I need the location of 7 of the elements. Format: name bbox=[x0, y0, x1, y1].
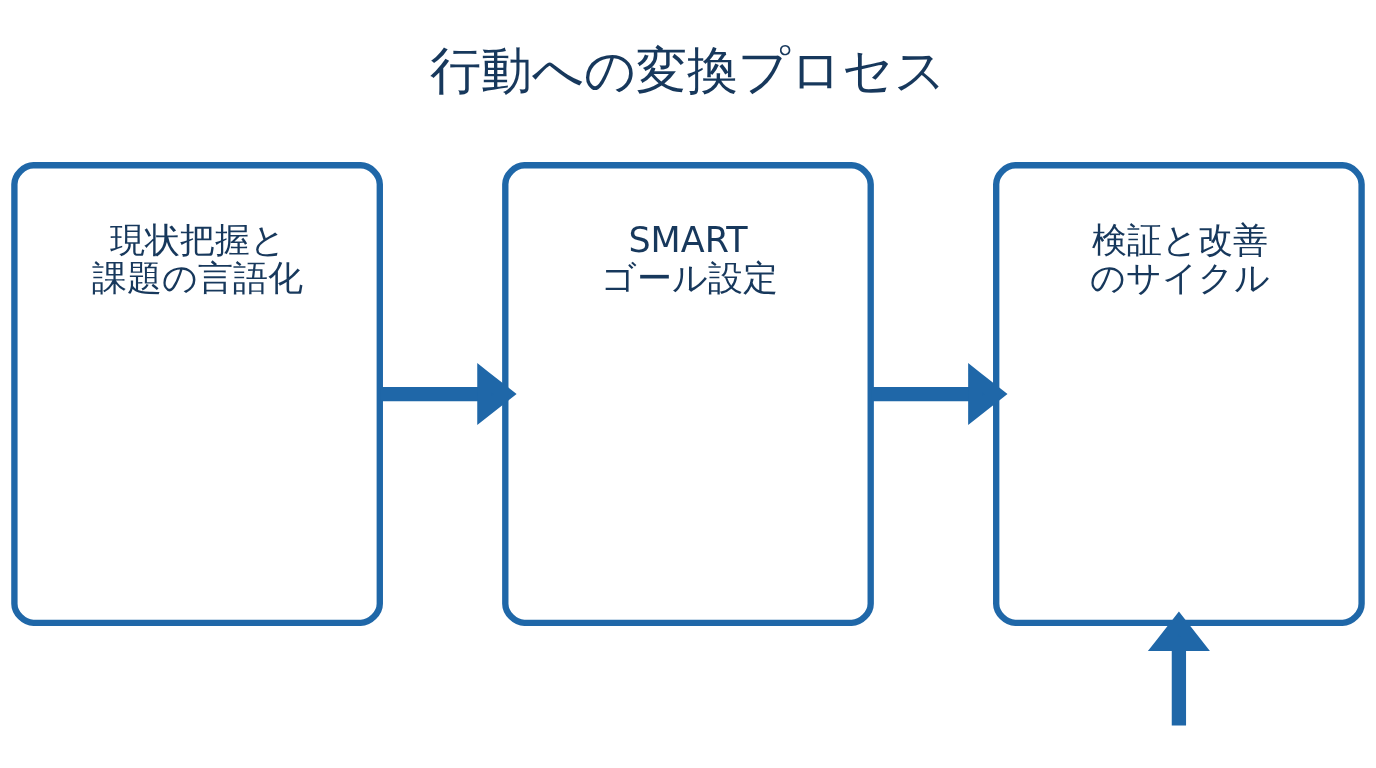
node-box: 検証と改善のサイクル bbox=[993, 162, 1365, 626]
node-box: SMARTゴール設定 bbox=[502, 162, 874, 626]
diagram-title: 行動への変換プロセス bbox=[430, 41, 946, 101]
arrow bbox=[380, 363, 517, 426]
arrow bbox=[871, 363, 1008, 426]
node-box: 現状把握と課題の言語化 bbox=[11, 162, 383, 626]
arrow bbox=[1147, 611, 1210, 726]
